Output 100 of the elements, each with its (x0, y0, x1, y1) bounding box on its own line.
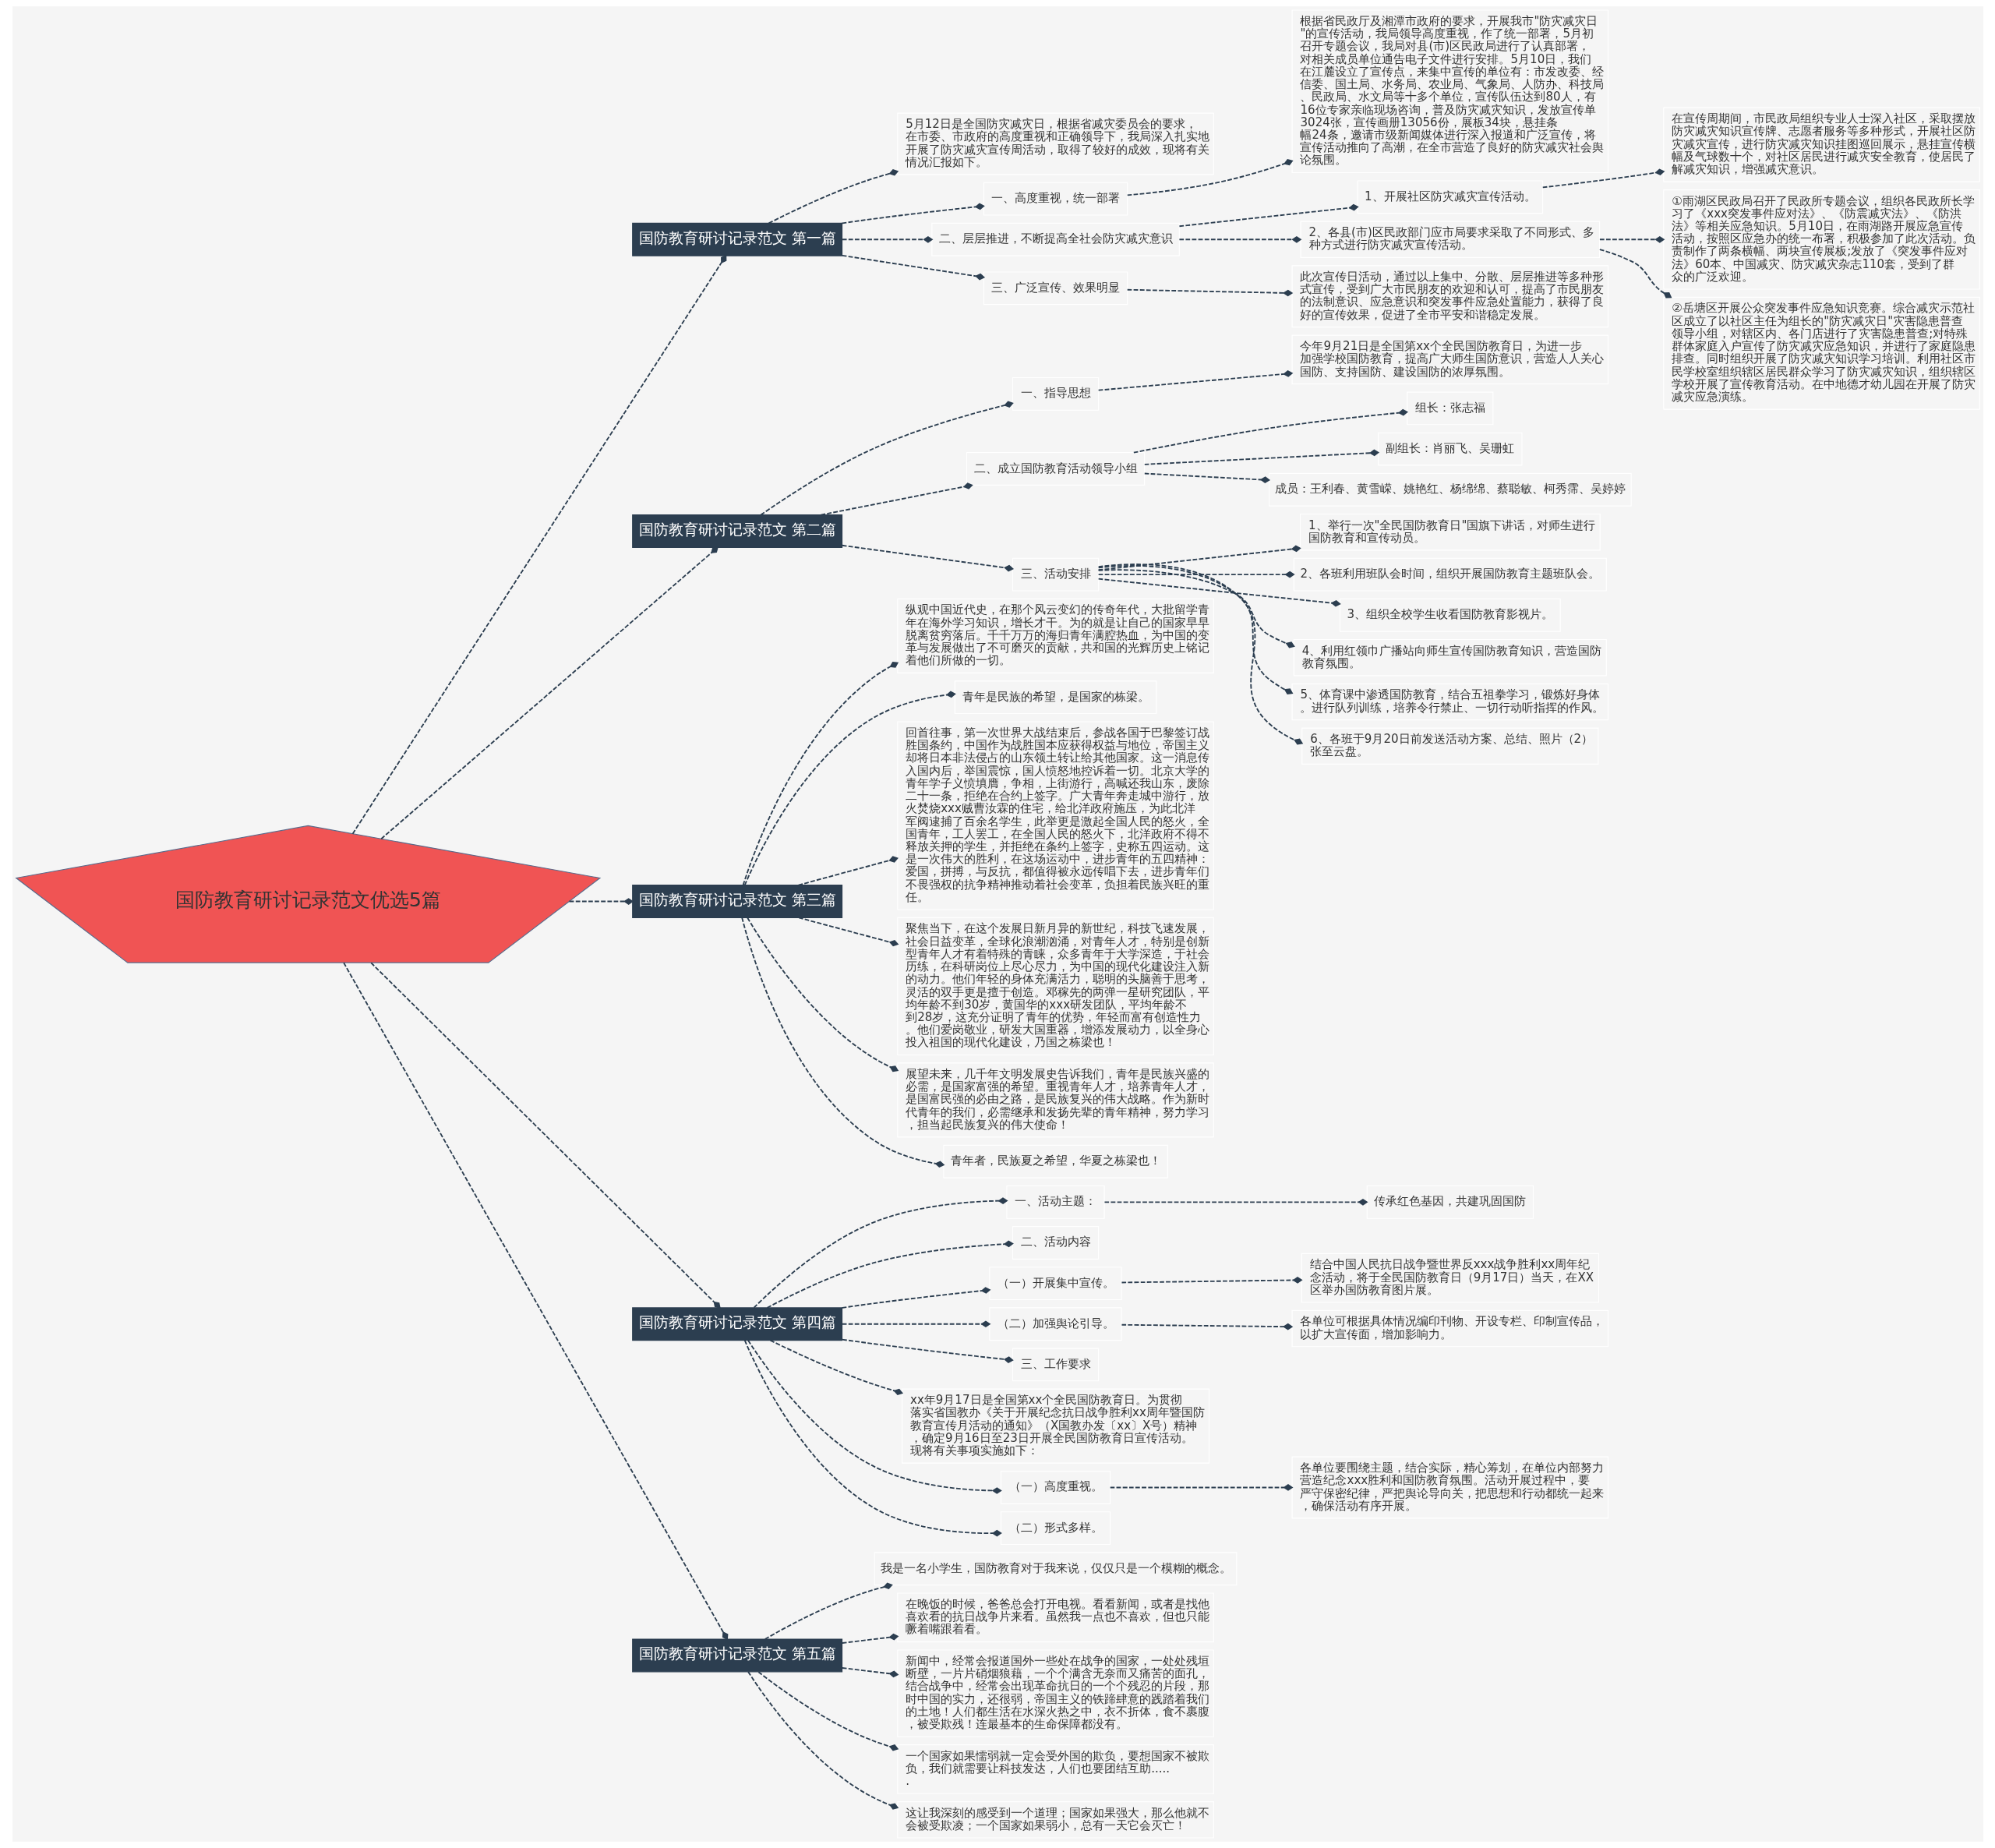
node-box: 1、举行一次"全民国防教育日"国旗下讲话，对师生进行国防教育和宣传动员。 (1299, 513, 1601, 551)
node-box: 国防教育研讨记录范文 第三篇 (631, 885, 842, 918)
connector (1126, 288, 1293, 297)
node-box: 二、成立国防教育活动领导小组 (966, 452, 1145, 486)
connector (1178, 235, 1301, 243)
node-box: ①雨湖区民政局召开了民政所专题会议，组织各民政所长学习了《xxx突发事件应对法》、《防震减灾法》、《防洪法》等相关应急知识。5月10日，在雨湖路开展应急宣传活动，按照区应急办的统一布署，积极参加了此次活动。负责制作了两条横幅、两块宣传展板;发放了《突发事件应对法》60本、中国减灾、防灾减灾杂志110套，受到了群众的广泛欢迎。 (1662, 189, 1980, 290)
node-box: 二、活动内容 (1012, 1226, 1099, 1260)
connector (740, 917, 945, 1168)
connector (753, 1197, 1008, 1309)
connector (1121, 1277, 1303, 1284)
node-box: 2、各县(市)区民政部门应市局要求采取了不同形式、多种方式进行防灾减灾宣传活动。 (1300, 221, 1600, 258)
node-box: 聚焦当下，在这个发展日新月异的新世纪，科技飞速发展，社会日益变革，全球化浪潮汹涌，对青年人才，特别是创新型青年人才有着特殊的青睐，众多青年于大学深造，于社会历练，在科研岗位上尽心尽力，为中国的现代化建设注入新的动力。他们年轻的身体充满活力，聪明的头脑善于思考，灵活的双手更是擅于创造。邓稼先的两弹一星研究团队，平均年龄不到30岁，黄国华的xxx研发团队，平均年龄不到28岁，这充分证明了青年的优势，年轻而富有创造性力。他们爱岗敬业，研发大国重器，增添发展动力，以全身心投入祖国的现代化建设，乃国之栋梁也！ (896, 917, 1214, 1056)
connector (841, 1633, 899, 1644)
connector (1097, 545, 1301, 571)
connector (1143, 472, 1270, 484)
connector (1132, 408, 1408, 454)
connector (1109, 1484, 1293, 1491)
node-box: 一、高度重视，统一部署 (983, 182, 1128, 216)
node-box: 国防教育研讨记录范文 第二篇 (631, 514, 842, 548)
connector (820, 482, 973, 516)
node-box: 5月12日是全国防灾减灾日，根据省减灾委员会的要求，在市委、市政府的高度重视和正确领导下，我局深入扎实地开展了防灾减灾宣传周活动，取得了较好的成效，现将有关情况汇报如下。 (896, 112, 1214, 175)
node-box: 5、体育课中渗透国防教育，结合五祖拳学习，锻炼好身体。进行队列训练，培养令行禁止、一切行动听指挥的作风。 (1291, 683, 1608, 721)
node-box: 三、广泛宣传、效果明显 (983, 271, 1128, 306)
node-box: 6、各班于9月20日前发送活动方案、总结、照片（2）张至云盘。 (1301, 727, 1598, 765)
node-box: 2、各班利用班队会时间，组织开展国防教育主题班队会。 (1293, 557, 1607, 592)
node-box: （一）高度重视。 (1000, 1471, 1110, 1504)
connector (1097, 569, 1295, 648)
node-box: 青年者，民族夏之希望，华夏之栋梁也！ (942, 1144, 1168, 1178)
node-box: 一个国家如果懦弱就一定会受外国的欺负，要想国家不被欺负，我们就需要让科技发达，人们也要团结互助...... (896, 1744, 1214, 1794)
node-box: 三、活动安排 (1012, 557, 1099, 592)
connector (1097, 571, 1295, 578)
connector (743, 691, 956, 886)
node-box: 国防教育研讨记录范文 第一篇 (631, 222, 842, 256)
connector (797, 856, 899, 886)
connector (743, 1339, 1002, 1537)
connector (369, 962, 721, 1309)
node-box: ②岳塘区开展公众突发事件应急知识竞赛。综合减灾示范社区成立了以社区主任为组长的"防灾减灾日"灾害隐患普查领导小组，对辖区内、各门店进行了灾害隐患普查;对特殊群体家庭入户宣传了防灾减灾应急知识，并进行了家庭隐患排查。同时组织开展了防灾减灾知识学习培训。利用社区市民学校室组织辖区居民群众学习了防灾减灾知识，组织辖区学校开展了宣传教育活动。在中地德才幼儿园在开展了防灾减灾应急演练。 (1662, 296, 1980, 410)
connector (841, 254, 985, 281)
connector (841, 1667, 899, 1678)
node-box: 青年是民族的希望，是国家的栋梁。 (954, 680, 1156, 715)
node-box: 展望未来，几千年文明发展史告诉我们，青年是民族兴盛的必需，是国家富强的希望。重视青年人才，培养青年人才，是国富民强的必由之路，是民族复兴的伟大战略。作为新时代青年的我们，必需继承和发扬先辈的青年精神，努力学习，担当起民族复兴的伟大使命！ (896, 1062, 1214, 1138)
connector (351, 254, 726, 835)
connector (1097, 564, 1303, 745)
connector (746, 917, 899, 1072)
connector (797, 917, 899, 947)
node-box: 这让我深刻的感受到一个道理；国家如果强大，那么他就不会被受欺凌；一个国家如果弱小，总有一天它会灭亡！ (896, 1801, 1214, 1839)
connector (742, 661, 899, 886)
connector (1541, 168, 1665, 189)
connector (747, 1339, 1002, 1494)
node-box: （二）形式多样。 (1000, 1511, 1110, 1546)
node-box: 组长：张志福 (1406, 391, 1493, 426)
node-box: 回首往事，第一次世界大战结束后，参战各国于巴黎签订战胜国条约，中国作为战胜国本应获得权益与地位，帝国主义却将日本非法侵占的山东领土转让给其他国家。这一消息传入国内后，举国震惊，国人愤怒地控诉着一切。北京大学的青年学子义愤填膺，争相，上街游行，高喊还我山东，废除二十一条，拒绝在合约上签字。广大青年奔走城中游行，放火焚烧xxx贼曹汝霖的住宅，给北洋政府施压，为此北洋军阀逮捕了百余名学生，此举更是激起全国人民的怒火，全国青年，工人罢工，在全国人民的怒火下，北洋政府不得不释放关押的学生，并拒绝在条约上签字，史称五四运动。这是一次伟大的胜利，在这场运动中，进步青年的五四精神：爱国，拼搏，与反抗，都值得被永远传唱下去，进步青年们不畏强权的抗争精神推动着社会变革，负担着民族兴旺的重任。 (896, 721, 1214, 910)
node-box: （二）加强舆论引导。 (988, 1307, 1122, 1341)
connector (764, 1582, 893, 1640)
node-box: 在晚饭的时候，爸爸总会打开电视。看看新闻，或者是找他喜欢看的抗日战争片来看。虽然我一点也不喜欢，但也只能噘着嘴跟着看。 (896, 1592, 1214, 1643)
connector (342, 962, 728, 1641)
node-box: 今年9月21日是全国第xx个全民国防教育日，为进一步加强学校国防教育，提高广大师生国防意识，营造人人关心国防、支持国防、建设国防的浓厚氛围。 (1291, 334, 1608, 385)
node-box: 三、工作要求 (1012, 1348, 1099, 1382)
node-box: 二、层层推进，不断提高全社会防灾减灾意识 (930, 222, 1180, 256)
node-box: xx年9月17日是全国第xx个全民国防教育日。为贯彻落实省国教办《关于开展纪念抗日战争胜利xx周年暨国防教育宣传月活动的通知》（X国教办发〔xx〕X号）精神，确定9月16日至23日开展全民国防教育日宣传活动。现将有关事项实施如下： (901, 1388, 1209, 1464)
node-box: 此次宣传日活动，通过以上集中、分散、层层推进等多种形式宣传，受到广大市民朋友的欢迎和认可，提高了市民朋友的法制意识、应急意识和突发事件应急处置能力，获得了良好的宣传效果，促进了全市平安和谐稳定发展。 (1291, 265, 1608, 328)
connector (841, 1320, 990, 1328)
node-box: 1、开展社区防灾减灾宣传活动。 (1357, 180, 1543, 214)
connector (841, 1287, 990, 1309)
node-box: 我是一名小学生，国防教育对于我来说，仅仅只是一个模糊的概念。 (874, 1552, 1237, 1586)
node-box: （一）开展集中宣传。 (988, 1267, 1122, 1301)
connector (1126, 159, 1294, 196)
connector (1097, 565, 1293, 695)
node-box: 新闻中，经常会报道国外一些处在战争的国家，一处处残垣断壁，一片片硝烟狼藉，一个个满含无奈而又痛苦的面孔，结合战争中，经常会出现革命抗日的一个个残忍的片段，那时中国的实力，还很弱，帝国主义的铁蹄肆意的践踏着我们的土地！人们都生活在水深火热之中，衣不折体，食不裹腹，被受欺残！连最基本的生命保障都没有。 (896, 1649, 1214, 1737)
connector (768, 169, 899, 224)
node-box: 纵观中国近代史，在那个风云变幻的传奇年代，大批留学青年在海外学习知识，增长才干。为的就是让自己的国家早早脱离贫穷落后。千千万万的海归青年满腔热血，为中国的变革与发展做出了不可磨灭的贡献，共和国的光辉历史上铭记着他们所做的一切。 (896, 598, 1214, 673)
node-box: 成员：王利春、黄雪嵘、姚艳红、杨绵绵、蔡聪敏、柯秀霈、吴婷婷 (1268, 472, 1632, 507)
node-box: 在宣传周期间，市民政局组织专业人士深入社区，采取摆放防灾减灾知识宣传牌、志愿者服务等多种形式，开展社区防灾减灾宣传，进行防灾减灾知识挂图巡回展示，悬挂宣传横幅及气球数十个，对社区居民进行减灾安全教育，使居民了解减灾知识，增强减灾意识。 (1662, 107, 1980, 182)
node-box: 根据省民政厅及湘潭市政府的要求，开展我市"防灾减灾日"的宣传活动，我局领导高度重视，作了统一部署，5月初召开专题会议，我局对县(市)区民政局进行了认真部署，对相关成员单位通告电子文件进行安排。5月10日，我们在江麓设立了宣传点，来集中宣传的单位有：市发改委、经信委、国土局、水务局、农业局、气象局、人防办、科技局、民政局、水文局等十多个单位，宣传队伍达到80人，有16位专家亲临现场咨询，普及防灾减灾知识，发放宣传单3024张，宣传画册13056份，展板34块，悬挂条幅24条，邀请市级新闻媒体进行深入报道和广泛宣传，将宣传活动推向了高潮，在全市营造了良好的防灾减灾社会舆论氛围。 (1291, 9, 1608, 174)
connector (769, 1339, 903, 1396)
connector (841, 544, 1014, 572)
connector (1097, 578, 1341, 607)
node-box: 副组长：肖丽飞、吴珊虹 (1377, 432, 1523, 466)
node-box: 国防教育研讨记录范文 第四篇 (631, 1307, 842, 1341)
connector (1178, 203, 1359, 228)
node-box: 4、利用红领巾广播站向师生宣传国防教育知识，营造国防教育氛围。 (1293, 638, 1607, 677)
node-box: 一、指导思想 (1012, 376, 1099, 411)
connector (766, 1240, 1014, 1309)
connector (757, 1671, 899, 1751)
connector (1143, 449, 1379, 465)
connector (841, 235, 933, 243)
connector (747, 1670, 899, 1810)
connector (1121, 1323, 1293, 1330)
connector (841, 203, 985, 224)
node-box: 结合中国人民抗日战争暨世界反xxx战争胜利xx周年纪念活动，将于全民国防教育日（9月17日）当天，在XX区举办国防教育图片展。 (1301, 1253, 1599, 1303)
connector (759, 401, 1014, 516)
connector (568, 898, 634, 905)
connector (1598, 249, 1672, 299)
node-box: 传承红色基因，共建巩固国防 (1366, 1185, 1534, 1219)
connector (1598, 235, 1665, 243)
node-box: 3、组织全校学生收看国防教育影视片。 (1339, 598, 1561, 632)
node-box: 各单位要围绕主题，结合实际，精心筹划，在单位内部努力营造纪念xxx胜利和国防教育氛围。活动开展过程中，要严守保密纪律，严把舆论导向关，把思想和行动都统一起来，确保活动有序开展。 (1291, 1456, 1608, 1519)
connector (1097, 370, 1293, 391)
connector (1103, 1199, 1368, 1206)
connector (841, 1338, 1014, 1363)
